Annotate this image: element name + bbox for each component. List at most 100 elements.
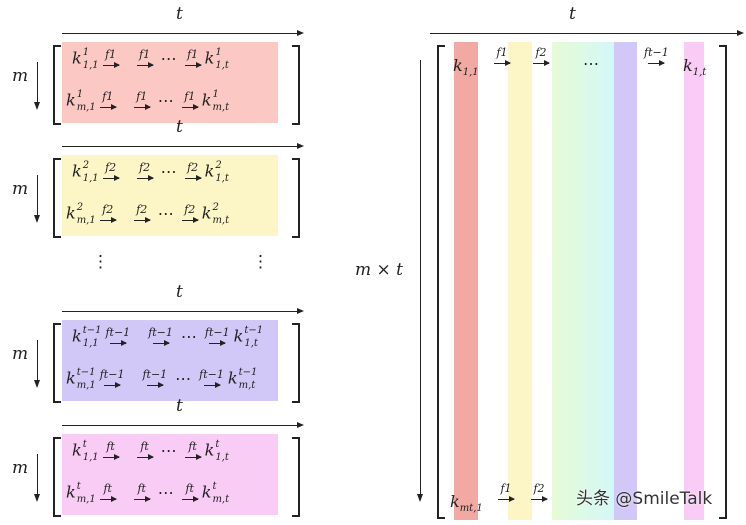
arrow-glyph	[146, 381, 164, 388]
entry-sub: m,1	[76, 215, 96, 226]
arrow-glyph	[109, 339, 127, 346]
stripe-ft	[684, 42, 704, 520]
row-dots: ⋯	[157, 204, 174, 223]
arrow-2: f2	[133, 202, 151, 226]
entry-sup: 1	[76, 89, 84, 100]
arrow-glyph	[133, 216, 151, 223]
m-arrow	[34, 175, 40, 223]
bracket-right	[292, 45, 300, 125]
entry-sup: 2	[82, 160, 90, 171]
arrow-label: ft−1	[142, 367, 168, 381]
bracket-right	[292, 158, 300, 238]
right-top-arrow-1: f1	[494, 46, 511, 69]
arrow-glyph	[99, 495, 117, 502]
entry-sup: t	[212, 481, 217, 492]
m-arrow	[34, 62, 40, 110]
t-label: t	[176, 282, 183, 302]
arrow-glyph	[102, 453, 120, 460]
row-dots: ⋯	[157, 91, 174, 110]
row-dots: ⋯	[160, 162, 177, 181]
t-arrow	[62, 143, 304, 149]
entry-base: k	[66, 203, 76, 223]
entry-sup: 1	[212, 89, 219, 100]
arrow-glyph	[104, 381, 122, 388]
entry-base: k	[72, 161, 82, 181]
entry-sup: t−1	[244, 325, 264, 336]
arrow-label: f2	[136, 202, 148, 216]
entry-sub: m,t	[238, 380, 256, 391]
right-bracket-right	[719, 45, 727, 519]
arrow-label: f1	[187, 47, 199, 61]
arrow-label: ft	[106, 439, 115, 453]
vertical-dots-left: ⋮	[92, 252, 109, 272]
entry-base: k	[204, 440, 215, 460]
arrow-last: ft−1	[199, 368, 224, 391]
entry-base: k	[66, 368, 76, 388]
entry-base: k	[201, 482, 212, 502]
arrow-1: ft−1	[99, 367, 125, 391]
entry-sup: t	[76, 481, 81, 492]
arrow-glyph	[184, 453, 202, 460]
arrow-label: ft	[185, 481, 194, 495]
entry-sup: t−1	[82, 325, 102, 336]
arrow-label: ft−1	[99, 367, 125, 381]
entry-base: k	[233, 326, 244, 346]
entry-sup: 2	[76, 202, 84, 213]
arrow-glyph	[133, 495, 151, 502]
arrow-last: ft	[181, 481, 199, 505]
block-highlight	[62, 42, 278, 123]
arrow-glyph	[181, 216, 199, 223]
arrow-1: f1	[102, 48, 120, 71]
m-label: m	[12, 458, 29, 478]
entry-base: k	[72, 326, 82, 346]
arrow-2: ft−1	[148, 326, 173, 349]
arrow-label: ft	[188, 439, 197, 453]
arrow-glyph	[99, 103, 117, 110]
entry-sub: m,t	[212, 215, 230, 226]
m-label: m	[12, 66, 29, 86]
arrow-glyph	[184, 61, 202, 68]
arrow-2: ft−1	[142, 368, 167, 391]
stripe-f1	[454, 42, 478, 520]
arrow-glyph	[136, 453, 154, 460]
arrow-glyph	[184, 174, 202, 181]
arrow-2: ft	[136, 439, 154, 463]
arrow-glyph	[181, 103, 199, 110]
arrow-label: f1	[184, 89, 196, 103]
arrow-1: f2	[102, 160, 120, 184]
arrow-1: ft−1	[105, 326, 130, 349]
arrow-1: f1	[99, 89, 117, 113]
right-bottom-arrow-1: f1	[498, 482, 515, 505]
arrow-glyph	[102, 174, 120, 181]
arrow-label: ft	[140, 439, 149, 453]
arrow-glyph	[203, 381, 221, 388]
entry-base: k	[72, 440, 82, 460]
entry-base: k	[227, 368, 238, 388]
entry-base: k	[204, 161, 215, 181]
t-label: t	[176, 396, 183, 416]
entry-sup: 1	[82, 47, 90, 58]
arrow-label: f2	[105, 160, 117, 174]
stripe-f2	[508, 42, 532, 520]
arrow-last: ft−1	[205, 326, 230, 349]
arrow-last: f1	[181, 89, 199, 113]
arrow-last: f1	[184, 47, 202, 71]
entry-sub: 1,1	[82, 452, 99, 463]
block-highlight	[62, 155, 278, 236]
arrow-label: f1	[102, 89, 114, 103]
